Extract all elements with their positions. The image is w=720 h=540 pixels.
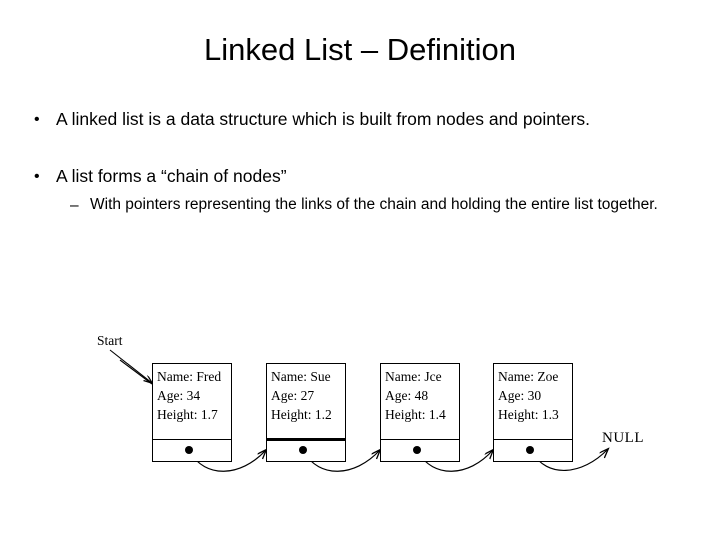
sub-bullet-item-1-text: With pointers representing the links of …	[90, 196, 658, 213]
node-pointer-section	[153, 439, 231, 461]
list-node: Name: Sue Age: 27 Height: 1.2	[266, 363, 346, 462]
pointer-arrow-1-2	[189, 450, 266, 472]
bullet-item-2: • A list forms a “chain of nodes”	[34, 165, 686, 188]
start-label: Start	[97, 333, 123, 348]
start-pointer-arrow	[109, 349, 152, 383]
bullet-item-1: • A linked list is a data structure whic…	[34, 108, 686, 131]
node-data-section: Name: Sue Age: 27 Height: 1.2	[267, 364, 345, 424]
node-divider	[381, 439, 459, 441]
list-node: Name: Fred Age: 34 Height: 1.7	[152, 363, 232, 462]
node-divider	[494, 439, 572, 441]
node-divider	[153, 439, 231, 441]
node-divider	[267, 438, 345, 441]
node-height-field: Height: 1.7	[157, 407, 218, 422]
null-label: NULL	[602, 430, 644, 446]
node-name-field: Name: Jce	[385, 369, 442, 384]
node-age-field: Age: 34	[157, 388, 201, 403]
node-age-field: Age: 48	[385, 388, 429, 403]
node-age-field: Age: 27	[271, 388, 315, 403]
node-pointer-section	[267, 439, 345, 461]
list-node: Name: Zoe Age: 30 Height: 1.3	[493, 363, 573, 462]
pointer-dot-icon	[185, 446, 193, 454]
bullet-spacer	[34, 131, 686, 165]
node-name-field: Name: Fred	[157, 369, 222, 384]
node-data-section: Name: Fred Age: 34 Height: 1.7	[153, 364, 231, 424]
node-age-field: Age: 30	[498, 388, 542, 403]
node-pointer-section	[381, 439, 459, 461]
pointer-dot-icon	[413, 446, 421, 454]
bullet-item-2-text: A list forms a “chain of nodes”	[56, 166, 287, 186]
page-title: Linked List – Definition	[204, 32, 516, 67]
node-pointer-section	[494, 439, 572, 461]
node-height-field: Height: 1.4	[385, 407, 446, 422]
node-data-section: Name: Jce Age: 48 Height: 1.4	[381, 364, 459, 424]
slide-body: • A linked list is a data structure whic…	[34, 108, 686, 217]
pointer-dot-icon	[526, 446, 534, 454]
node-height-field: Height: 1.2	[271, 407, 332, 422]
node-name-field: Name: Sue	[271, 369, 331, 384]
pointer-arrow-2-3	[303, 450, 380, 472]
list-node: Name: Jce Age: 48 Height: 1.4	[380, 363, 460, 462]
bullet-marker-icon: •	[34, 168, 40, 185]
bullet-marker-icon: •	[34, 111, 40, 128]
start-pointer-arrow-tail	[119, 359, 153, 385]
pointer-arrow-3-4	[417, 450, 493, 472]
dash-marker-icon: –	[70, 197, 79, 214]
sub-bullet-item-1: – With pointers representing the links o…	[70, 194, 686, 217]
node-data-section: Name: Zoe Age: 30 Height: 1.3	[494, 364, 572, 424]
node-height-field: Height: 1.3	[498, 407, 559, 422]
node-name-field: Name: Zoe	[498, 369, 559, 384]
bullet-item-1-text: A linked list is a data structure which …	[56, 109, 591, 129]
pointer-dot-icon	[299, 446, 307, 454]
pointer-arrow-4-null	[531, 449, 608, 471]
